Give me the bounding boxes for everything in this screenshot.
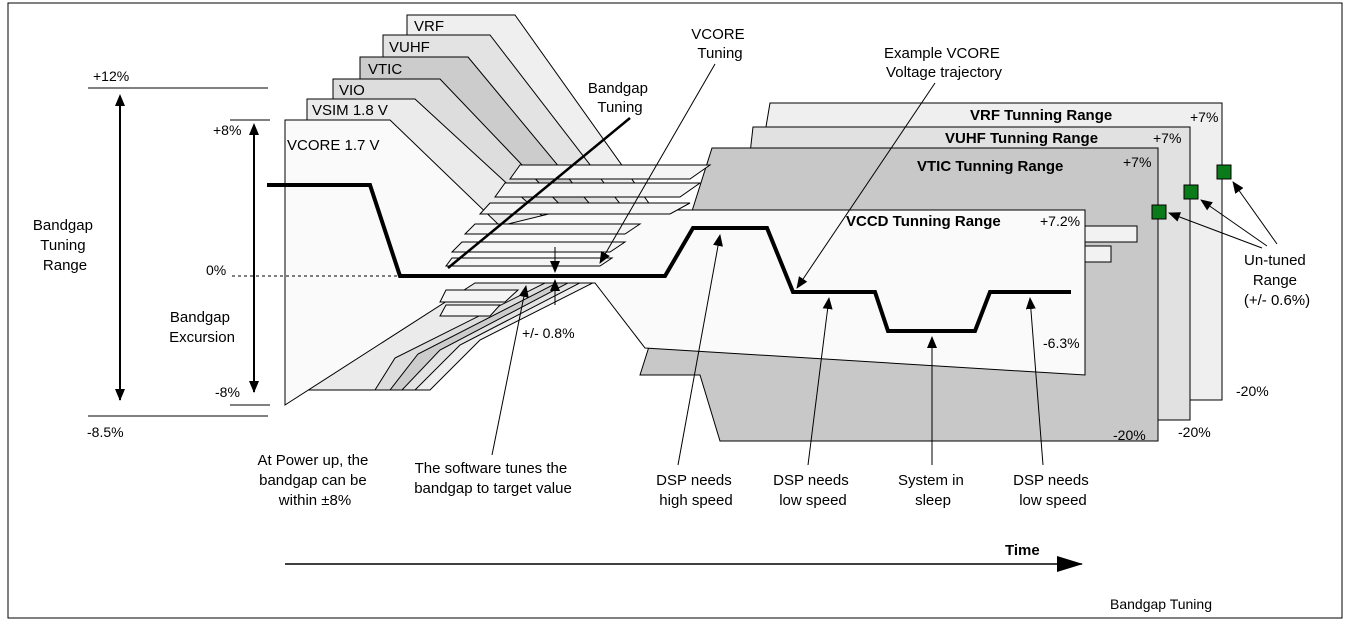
vrf-range-min: -20% bbox=[1236, 383, 1269, 399]
untuned-pointer bbox=[1200, 199, 1268, 247]
time-axis-label: Time bbox=[1005, 542, 1040, 559]
range-bar bbox=[1084, 225, 1138, 243]
dsp-low-speed-note-1: DSP needs low speed bbox=[773, 472, 853, 509]
axis-label-minus8: -8% bbox=[215, 384, 240, 400]
vuhf-range-min: -20% bbox=[1178, 424, 1211, 440]
rail-label-vio: VIO bbox=[339, 82, 365, 99]
untuned-pointer bbox=[1232, 181, 1278, 245]
rail-label-vtic: VTIC bbox=[368, 61, 402, 78]
rail-label-vuhf: VUHF bbox=[389, 39, 430, 56]
rail-label-vsim: VSIM 1.8 V bbox=[312, 102, 388, 119]
vuhf-range-title: VUHF Tunning Range bbox=[945, 130, 1098, 147]
example-trajectory-callout: Example VCORE Voltage trajectory bbox=[884, 45, 1004, 81]
vcore-tuning-callout: VCORE Tuning bbox=[691, 26, 749, 62]
axis-label-plus8: +8% bbox=[213, 122, 241, 138]
bandgap-tuning-callout: Bandgap Tuning bbox=[588, 80, 652, 116]
vccd-range-title: VCCD Tunning Range bbox=[846, 213, 1001, 230]
untuned-marker-vuhf bbox=[1216, 164, 1232, 180]
vccd-range-min: -6.3% bbox=[1043, 335, 1080, 351]
system-sleep-note: System in sleep bbox=[898, 472, 968, 509]
untuned-pointer bbox=[1168, 212, 1263, 249]
untuned-marker-vccd bbox=[1151, 204, 1167, 220]
dsp-high-speed-pointer bbox=[677, 234, 723, 466]
vccd-range-max: +7.2% bbox=[1040, 213, 1080, 229]
range-bar bbox=[1084, 245, 1112, 263]
dsp-low-speed-note-2: DSP needs low speed bbox=[1013, 472, 1093, 509]
software-tune-pointer bbox=[491, 285, 529, 456]
untuned-marker-vtic bbox=[1183, 184, 1199, 200]
dsp-low-speed-pointer-1 bbox=[807, 297, 833, 466]
voltage-trajectory bbox=[267, 183, 1071, 333]
bandgap-tuning-pointer bbox=[447, 117, 631, 269]
vtic-range-title: VTIC Tunning Range bbox=[917, 158, 1063, 175]
dsp-high-speed-note: DSP needs high speed bbox=[656, 472, 736, 509]
tuning-range-label: Bandgap Tuning Range bbox=[33, 217, 97, 274]
tolerance-label: +/- 0.8% bbox=[522, 325, 575, 341]
untuned-label: Un-tuned Range (+/- 0.6%) bbox=[1244, 252, 1310, 309]
excursion-label: Bandgap Excursion bbox=[169, 309, 235, 346]
axis-label-bottom: -8.5% bbox=[87, 424, 124, 440]
example-trajectory-pointer bbox=[796, 82, 936, 289]
vccd-panel bbox=[284, 119, 1086, 406]
power-up-note: At Power up, the bandgap can be within ±… bbox=[257, 452, 372, 509]
figure-caption: Bandgap Tuning bbox=[1110, 596, 1212, 612]
axis-label-zero: 0% bbox=[206, 262, 226, 278]
dsp-low-speed-pointer-2 bbox=[1025, 297, 1044, 466]
tuning-strips bbox=[439, 164, 712, 317]
vcore-tuning-pointer bbox=[599, 63, 716, 264]
vrf-range-title: VRF Tunning Range bbox=[970, 107, 1112, 124]
vrf-range-max: +7% bbox=[1190, 109, 1218, 125]
axis-label-top: +12% bbox=[93, 68, 129, 84]
vtic-range-max: +7% bbox=[1123, 154, 1151, 170]
software-tune-note: The software tunes the bandgap to target… bbox=[414, 460, 572, 497]
vtic-range-min: -20% bbox=[1113, 427, 1146, 443]
rail-label-vcore: VCORE 1.7 V bbox=[287, 137, 380, 154]
rail-label-vrf: VRF bbox=[414, 18, 444, 35]
vuhf-range-max: +7% bbox=[1153, 130, 1181, 146]
